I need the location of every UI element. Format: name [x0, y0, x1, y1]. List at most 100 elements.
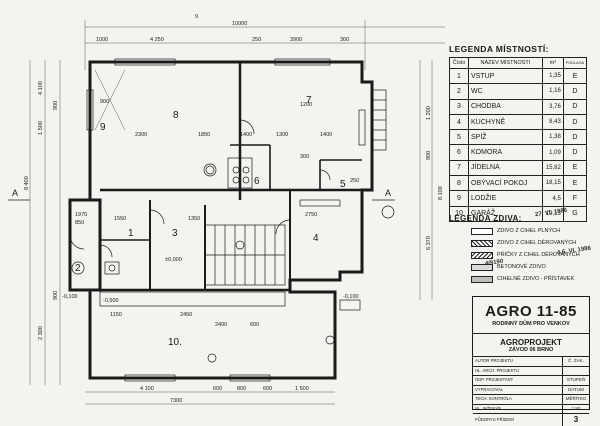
- walls-legend-label: ZDIVO Z CIHEL PLNÝCH: [497, 228, 561, 234]
- room-3: 3: [172, 228, 178, 239]
- dim-inner-12: 1970: [75, 212, 87, 218]
- legend-cell-name: WC: [468, 83, 543, 100]
- walls-legend-label: PŘÍČKY Z CIHEL DĚROVANÝCH: [497, 252, 580, 258]
- sheet-number: 3: [562, 414, 589, 426]
- left-dimension-labels: 1 500 900 4 100 8 400 2 300 900: [24, 81, 59, 340]
- dim-inner-4: 1300: [276, 132, 288, 138]
- loggia-grid: [94, 69, 126, 131]
- section-mark-left: A: [12, 188, 18, 198]
- legend-cell-name: CHODBA: [468, 98, 543, 115]
- legend-cell-no: 5: [449, 129, 469, 146]
- title-block-row: HL. ARCH. PROJEKTU: [473, 366, 589, 376]
- dim-left-3: 4 100: [38, 81, 44, 95]
- dim-top-2: 4 250: [150, 37, 164, 43]
- dim-right-2: 900: [426, 151, 432, 160]
- legend-cell-no: 6: [449, 144, 469, 161]
- dim-inner-13: 850: [75, 220, 84, 226]
- dim-inner-14: 1200: [300, 102, 312, 108]
- staircase: [99, 89, 387, 307]
- walls-legend-label: BETONOVÉ ZDIVO: [497, 264, 546, 270]
- room-legend-title: LEGENDA MÍSTNOSTÍ:: [449, 44, 549, 54]
- title-block-key: HL. INŽENÝR: [475, 405, 502, 411]
- dim-inner-2: 1850: [198, 132, 210, 138]
- legend-cell-name: VSTUP: [468, 67, 543, 85]
- room-8: 8: [173, 110, 179, 121]
- legend-cell-no: 8: [449, 175, 469, 192]
- walls-legend-item: BETONOVÉ ZDIVO: [471, 261, 599, 273]
- room-4: 4: [313, 233, 319, 244]
- legend-cell-name: KUCHYNĚ: [468, 113, 543, 131]
- dim-inner-11: 1150: [110, 312, 122, 318]
- dim-top-1: 1000: [96, 37, 108, 43]
- dimension-frame: [29, 20, 445, 405]
- interior-walls: [90, 62, 362, 292]
- legend-cell-area: 1,09: [541, 144, 564, 161]
- legend-cell-area: 1,16: [541, 83, 564, 100]
- level-3: ±0,000: [165, 257, 182, 263]
- title-block-value: Č. ZAK.: [562, 357, 589, 366]
- inner-dimension-labels: 2300 1850 1400 1300 1400 2750 1350 1550 …: [75, 99, 359, 328]
- legend-cell-floor: F: [562, 190, 588, 207]
- wall-hatch-swatch: [471, 251, 493, 259]
- dim-bottom-1: 4 100: [140, 386, 154, 392]
- room-legend-header-row: Číslo NÁZEV MÍSTNOSTI m² PODLAHA: [449, 57, 588, 69]
- dim-bottom-total: 7300: [170, 398, 182, 404]
- room-numbers: 1 2 3 4 5 6 7 8 9 10.: [71, 95, 395, 348]
- header-no: Číslo: [449, 57, 469, 69]
- dim-inner-5: 1400: [320, 132, 332, 138]
- legend-cell-no: 1: [449, 67, 469, 85]
- room-1: 1: [128, 228, 134, 239]
- walls-legend-item: CIHELNÉ ZDIVO - PŘÍSTAVEK: [471, 273, 599, 285]
- walls-legend-item: ZDIVO Z CIHEL PLNÝCH: [471, 225, 599, 237]
- wall-hatch-swatch: [471, 227, 493, 235]
- header-name: NÁZEV MÍSTNOSTI: [468, 57, 543, 69]
- dim-top-5: 3900: [290, 37, 302, 43]
- room-5: 5: [340, 179, 346, 190]
- company-name: AGROPROJEKT: [473, 333, 589, 347]
- drawing-name: PŮDORYS PŘÍZEMÍ: [475, 417, 514, 422]
- legend-cell-area: 3,76: [541, 98, 564, 115]
- dim-inner-9: 2400: [215, 322, 227, 328]
- wall-hatch-swatch: [471, 263, 493, 271]
- legend-cell-area: 1,35: [541, 67, 564, 85]
- legend-cell-area: 8,43: [541, 113, 564, 131]
- header-floor: PODLAHA: [562, 57, 588, 69]
- legend-cell-no: 2: [449, 83, 469, 100]
- dim-top-marker: 9: [195, 14, 198, 20]
- room-10: 10.: [168, 337, 182, 348]
- title-block-value: DATUM: [562, 385, 589, 394]
- legend-cell-no: 7: [449, 159, 469, 177]
- legend-cell-area: 4,5: [541, 190, 564, 207]
- legend-cell-no: 9: [449, 190, 469, 207]
- dim-left-5: 2 300: [38, 326, 44, 340]
- legend-cell-floor: D: [562, 83, 588, 100]
- legend-cell-area: 1,38: [541, 129, 564, 146]
- legend-cell-floor: D: [562, 129, 588, 146]
- dim-inner-3: 1400: [240, 132, 252, 138]
- title-block: AGRO 11-85 RODINNÝ DŮM PRO VENKOV AGROPR…: [472, 296, 590, 426]
- dim-inner-1: 2300: [135, 132, 147, 138]
- title-block-footer: PŮDORYS PŘÍZEMÍ 3: [473, 414, 589, 426]
- project-code: AGRO 11-85: [485, 303, 577, 320]
- title-block-value: 1:50: [562, 404, 589, 413]
- dim-left-4: 8 400: [24, 176, 30, 190]
- legend-cell-area: 15,82: [541, 159, 564, 177]
- dim-right-1: 1 200: [426, 106, 432, 120]
- room-9: 9: [100, 122, 106, 133]
- walls-legend-label: ZDIVO Z CIHEL DĚROVANÝCH: [497, 240, 577, 246]
- dim-inner-8: 1550: [114, 216, 126, 222]
- walls-legend-label: CIHELNÉ ZDIVO - PŘÍSTAVEK: [497, 276, 575, 282]
- legend-cell-name: SPÍŽ: [468, 129, 543, 146]
- level-labels: -0,100 -0,500 ±0,000 -0,100: [62, 257, 359, 304]
- walls-legend-title: LEGENDA ZDIVA:: [449, 214, 522, 223]
- dim-inner-15: 900: [100, 99, 109, 105]
